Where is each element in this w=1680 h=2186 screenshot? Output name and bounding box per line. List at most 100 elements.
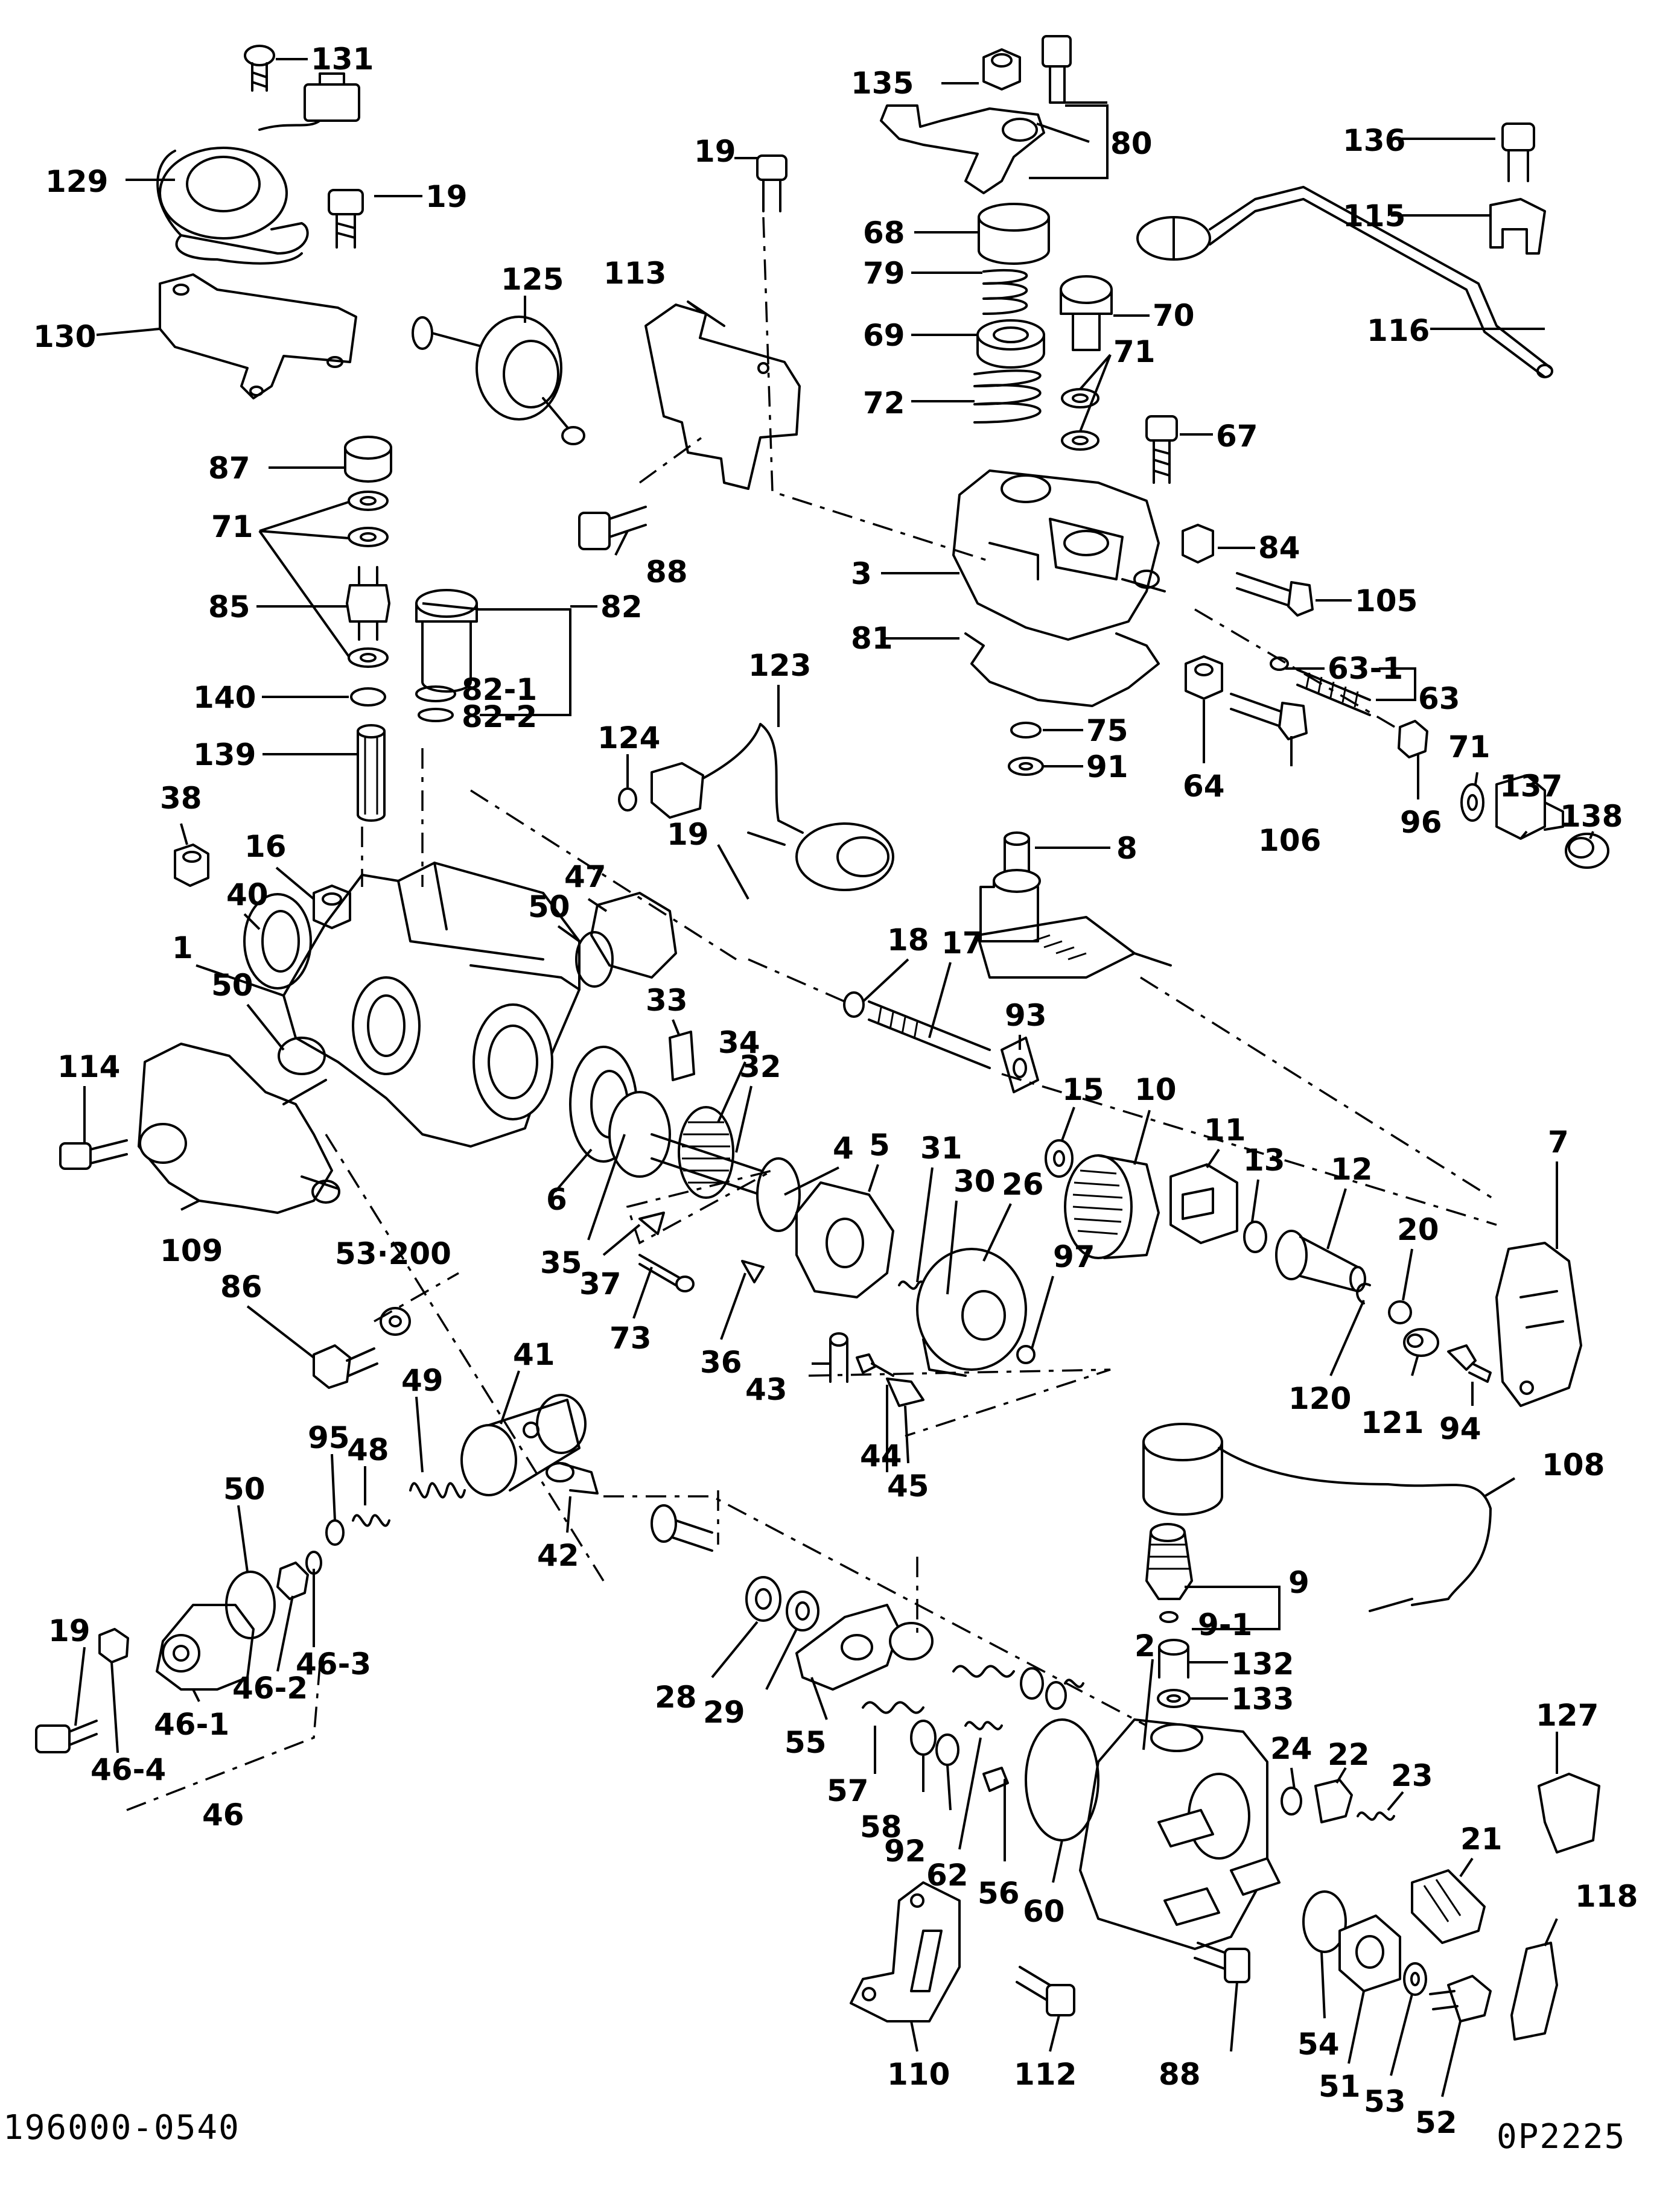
label-94: 94 xyxy=(1439,1411,1481,1446)
label-57: 57 xyxy=(827,1773,869,1808)
label-50-c: 50 xyxy=(223,1472,266,1507)
label-127: 127 xyxy=(1536,1698,1599,1733)
part-82-delivery-valve xyxy=(415,589,478,722)
part-75-oring xyxy=(1010,722,1042,739)
label-130: 130 xyxy=(33,319,96,354)
part-15-washer xyxy=(1045,1139,1074,1178)
label-56: 56 xyxy=(978,1876,1020,1911)
drawing-part-number: 196000-0540 xyxy=(3,2108,240,2147)
label-82-2: 82-2 xyxy=(462,699,537,734)
label-21: 21 xyxy=(1460,1822,1503,1857)
part-109-fuel-inlet xyxy=(138,1043,340,1214)
label-114: 114 xyxy=(57,1049,120,1084)
part-106-bolt xyxy=(1230,693,1308,740)
part-95-washer xyxy=(325,1519,345,1546)
part-24-washer xyxy=(1281,1787,1302,1816)
label-19-d: 19 xyxy=(48,1613,91,1648)
part-71-washers-left xyxy=(348,491,389,668)
label-72: 72 xyxy=(863,386,905,421)
part-56-pin xyxy=(982,1767,1009,1817)
label-24: 24 xyxy=(1270,1731,1312,1766)
part-140-oring xyxy=(350,687,386,707)
label-70: 70 xyxy=(1153,298,1195,333)
part-21-fitting xyxy=(1411,1869,1486,1944)
label-97: 97 xyxy=(1053,1239,1095,1274)
part-112-screw xyxy=(1016,1966,1075,2016)
part-43-pin xyxy=(829,1332,848,1383)
part-71-washer-right xyxy=(1460,783,1484,822)
label-50-b: 50 xyxy=(211,968,253,1003)
label-46-1: 46-1 xyxy=(154,1707,229,1742)
part-22-valve xyxy=(1314,1779,1353,1823)
part-44-pin xyxy=(856,1353,894,1377)
part-97-ball xyxy=(1016,1345,1036,1364)
label-92: 92 xyxy=(884,1834,926,1869)
label-121: 121 xyxy=(1361,1405,1424,1440)
part-81-gasket xyxy=(964,632,1160,707)
label-133: 133 xyxy=(1231,1682,1294,1717)
label-31: 31 xyxy=(920,1131,962,1166)
part-45-key xyxy=(886,1377,924,1407)
label-10: 10 xyxy=(1134,1072,1177,1107)
part-50-oring-a xyxy=(575,931,614,988)
label-82-1: 82-1 xyxy=(462,672,537,707)
label-19-b: 19 xyxy=(694,134,736,169)
part-62-spring xyxy=(964,1721,1003,1730)
part-120-clip xyxy=(1356,1283,1371,1304)
label-28: 28 xyxy=(655,1680,697,1715)
part-72-spring xyxy=(973,369,1042,424)
label-23: 23 xyxy=(1391,1758,1433,1793)
part-93-plate xyxy=(1001,1037,1039,1093)
drawing-code: 0P2225 xyxy=(1497,2117,1626,2156)
label-50-a: 50 xyxy=(528,889,570,924)
part-13-washer xyxy=(1243,1221,1267,1253)
label-82: 82 xyxy=(600,589,643,624)
label-52: 52 xyxy=(1415,2105,1457,2140)
part-11-block xyxy=(1169,1163,1238,1244)
label-123: 123 xyxy=(748,648,811,683)
leader-lines xyxy=(74,58,1594,2097)
part-88-bolt-upper xyxy=(578,506,647,550)
callout-labels: 131 135 80 136 129 19 19 115 68 79 70 69… xyxy=(33,42,1638,2140)
label-17: 17 xyxy=(941,926,984,961)
part-137-sensor xyxy=(1495,774,1564,840)
part-37-key xyxy=(638,1212,665,1235)
label-46-4: 46-4 xyxy=(91,1752,166,1787)
label-75: 75 xyxy=(1086,713,1128,748)
part-5-cam-plate xyxy=(795,1181,894,1298)
part-53-washer xyxy=(1403,1962,1427,1996)
label-34: 34 xyxy=(718,1025,760,1060)
label-44: 44 xyxy=(860,1438,902,1473)
label-19-c: 19 xyxy=(667,817,709,852)
label-87: 87 xyxy=(208,451,250,486)
part-139-filter xyxy=(357,724,386,822)
label-9: 9 xyxy=(1288,1565,1309,1600)
label-68: 68 xyxy=(863,215,905,250)
part-49-spring xyxy=(409,1482,466,1499)
assembly-centerlines xyxy=(126,217,1497,1811)
part-133-washer xyxy=(1157,1689,1191,1708)
part-19-screw-a xyxy=(328,189,364,249)
label-32: 32 xyxy=(739,1049,781,1084)
label-140: 140 xyxy=(193,680,256,715)
part-roller-pin xyxy=(651,1504,934,1660)
part-130-bracket xyxy=(159,273,357,399)
part-3-governor-housing xyxy=(952,469,1166,641)
label-131: 131 xyxy=(311,42,374,77)
part-70-plug xyxy=(1060,275,1113,351)
part-35-flange xyxy=(608,1091,671,1178)
label-91: 91 xyxy=(1086,749,1128,784)
part-105-bolt xyxy=(1236,572,1314,617)
label-13: 13 xyxy=(1243,1143,1285,1178)
label-45: 45 xyxy=(887,1469,929,1504)
label-118: 118 xyxy=(1575,1879,1638,1914)
part-108-solenoid-wire xyxy=(1142,1423,1492,1612)
label-8: 8 xyxy=(1116,831,1138,866)
label-49: 49 xyxy=(401,1363,444,1398)
label-73: 73 xyxy=(609,1321,652,1356)
part-46-1-cover xyxy=(156,1604,255,1691)
part-upper-springs xyxy=(952,1665,1084,1710)
part-121-sleeve xyxy=(1403,1328,1439,1357)
part-54-oring xyxy=(1302,1890,1347,1953)
part-125-actuator xyxy=(412,316,585,445)
